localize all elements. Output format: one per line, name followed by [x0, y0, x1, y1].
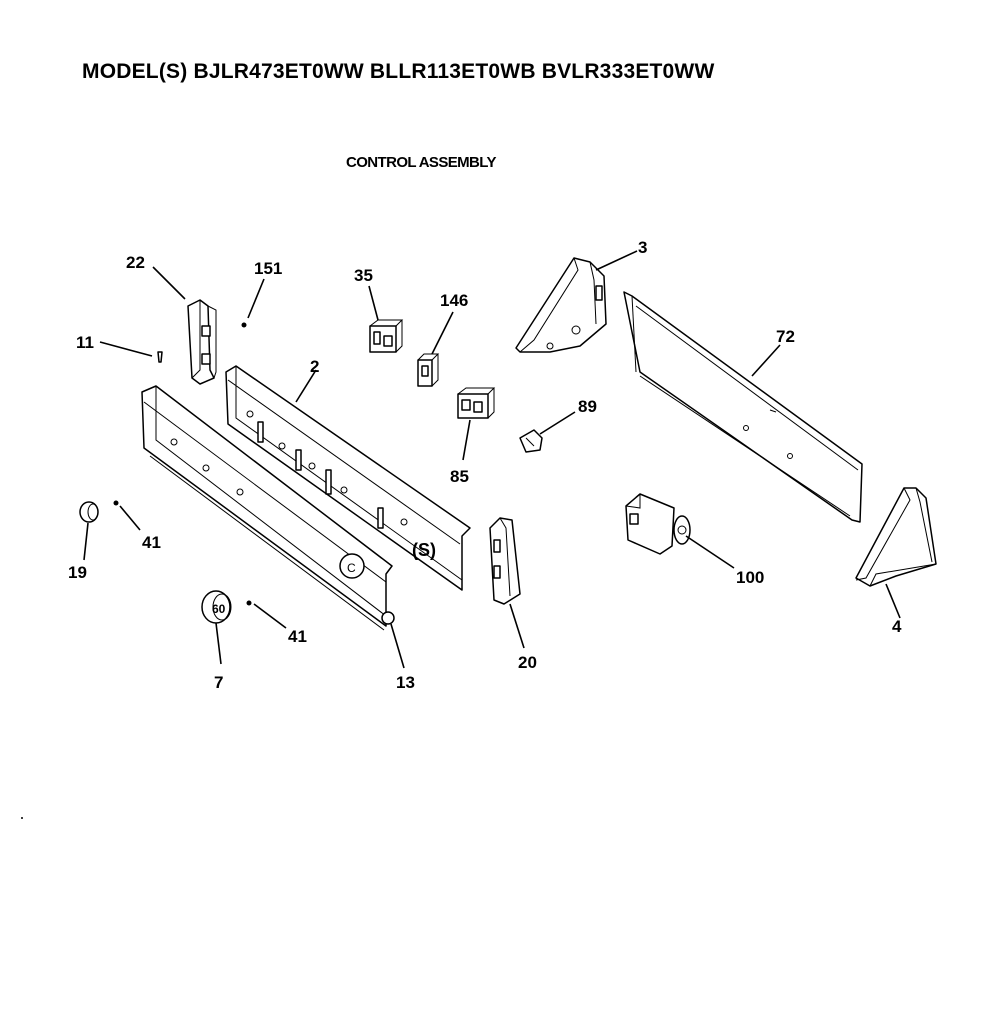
callout-13: 13	[396, 673, 415, 692]
callout-11: 11	[76, 333, 94, 352]
part-3-end-cap	[515, 257, 607, 353]
part-151-screw	[241, 322, 247, 328]
part-4-end-cap	[855, 487, 937, 587]
callout-35: 35	[354, 266, 373, 285]
leader-19	[83, 522, 89, 561]
part-11-screw	[157, 351, 163, 363]
callout-4: 4	[892, 617, 902, 636]
leader-20	[509, 603, 525, 649]
leader-4	[885, 583, 901, 619]
scan-speck	[21, 817, 23, 819]
part-146-switch	[417, 353, 440, 387]
leader-35	[368, 285, 379, 321]
part-7-timer-knob: 60	[201, 590, 232, 624]
part-100-timer	[625, 493, 691, 555]
callout-72: 72	[776, 327, 795, 346]
callout-146: 146	[440, 291, 468, 310]
model-numbers-title: MODEL(S) BJLR473ET0WW BLLR113ET0WB BVLR3…	[82, 60, 715, 83]
callout-3: 3	[638, 238, 647, 257]
leader-13	[390, 623, 405, 669]
svg-text:60: 60	[212, 602, 226, 616]
callout-85: 85	[450, 467, 469, 486]
part-20-end-cap	[489, 517, 521, 605]
callout-22: 22	[126, 253, 145, 272]
leader-41-lower	[253, 603, 287, 629]
leader-89	[539, 411, 576, 435]
svg-text:(S): (S)	[412, 540, 436, 560]
leader-2	[295, 369, 317, 403]
part-41-clip-upper	[113, 500, 119, 506]
leader-41-upper	[119, 505, 141, 531]
part-35-switch	[369, 319, 404, 353]
callout-41-lower: 41	[288, 627, 307, 646]
section-title: CONTROL ASSEMBLY	[346, 154, 496, 171]
leader-22	[152, 266, 186, 300]
part-19-knob	[79, 501, 99, 523]
part-41-clip-lower	[246, 600, 252, 606]
leader-146	[431, 311, 454, 355]
part-89-clip	[519, 429, 543, 453]
part-72-back-panel	[623, 291, 863, 523]
callout-89: 89	[578, 397, 597, 416]
leader-3	[595, 250, 638, 271]
part-85-switch	[457, 387, 496, 419]
part-2-panel-plate: (S)	[225, 365, 471, 591]
leader-7	[215, 622, 222, 665]
svg-text:C: C	[347, 561, 356, 575]
leader-85	[462, 419, 471, 461]
leader-100	[685, 535, 735, 569]
part-13-control-panel: C	[141, 385, 395, 631]
callout-7: 7	[214, 673, 223, 692]
callout-20: 20	[518, 653, 537, 672]
callout-19: 19	[68, 563, 87, 582]
leader-11	[99, 341, 153, 357]
part-22-bracket	[187, 299, 217, 385]
leader-72	[751, 344, 781, 377]
callout-100: 100	[736, 568, 764, 587]
callout-41-upper: 41	[142, 533, 161, 552]
leader-151	[247, 278, 265, 319]
callout-151: 151	[254, 259, 282, 278]
callout-2: 2	[310, 357, 319, 376]
